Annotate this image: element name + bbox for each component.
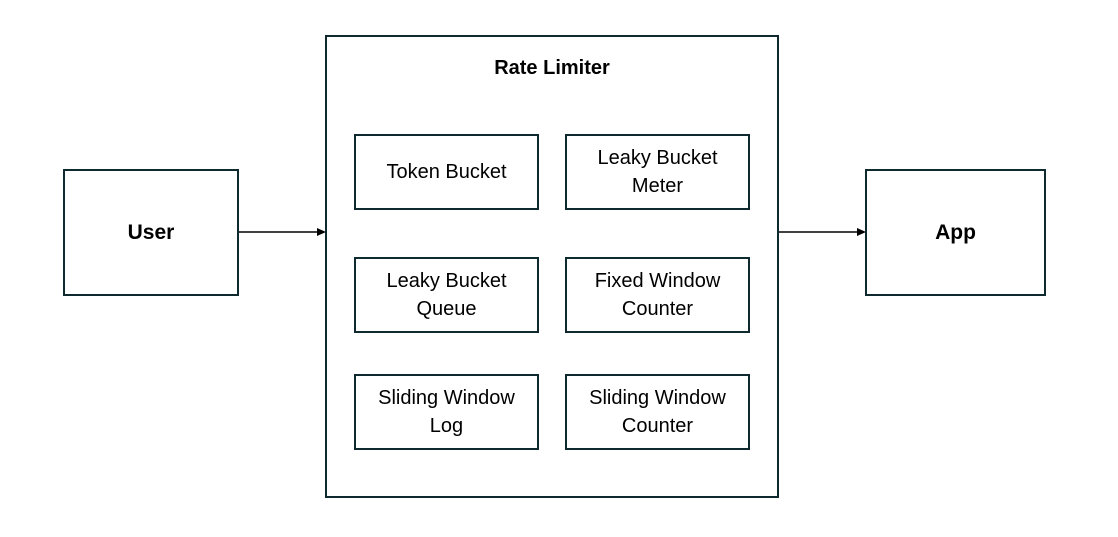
algorithm-leaky-bucket-queue: Leaky Bucket Queue [354,257,539,333]
arrow-user-to-rate-limiter [239,228,326,236]
algorithm-sliding-window-counter: Sliding Window Counter [565,374,750,450]
user-label: User [127,220,175,244]
algorithm-leaky-bucket-meter: Leaky Bucket Meter [565,134,750,210]
app-node: App [865,169,1046,296]
algorithm-token-bucket: Token Bucket [354,134,539,210]
algorithm-fixed-window-counter: Fixed Window Counter [565,257,750,333]
app-label: App [935,220,976,244]
algorithm-sliding-window-log: Sliding Window Log [354,374,539,450]
rate-limiter-title: Rate Limiter [494,57,610,79]
arrow-rate-limiter-to-app [779,228,866,236]
user-node: User [63,169,239,296]
